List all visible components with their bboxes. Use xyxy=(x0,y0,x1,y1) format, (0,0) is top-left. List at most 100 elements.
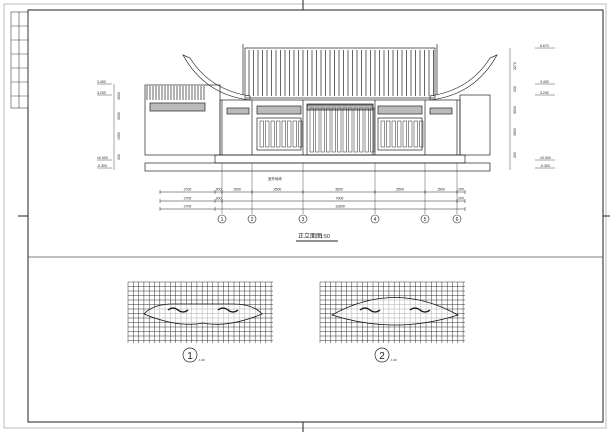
height-label: 1550 xyxy=(117,132,121,140)
right-corridor xyxy=(459,94,491,156)
lattice-panel xyxy=(402,120,407,148)
fretwork-frieze xyxy=(377,105,423,115)
axis-label: 5 xyxy=(424,217,427,223)
fretwork-frieze xyxy=(429,107,453,115)
lattice-panel xyxy=(281,120,286,148)
dimension-label: 2500 xyxy=(274,188,282,192)
lattice-panel xyxy=(408,120,413,148)
dimension-label: 1500 xyxy=(233,188,241,192)
fretwork-frieze xyxy=(226,107,250,115)
height-label: 200 xyxy=(117,154,121,160)
axis-label: 2 xyxy=(251,217,254,223)
front-elevation xyxy=(144,44,498,172)
detail-scale: 1:20 xyxy=(391,358,397,362)
dimension-lines: 2700 200 1500 2500 3500 2500 1500 200 2700 200 790… xyxy=(97,44,555,224)
fretwork-frieze xyxy=(149,102,206,112)
lattice-panel xyxy=(309,107,314,153)
height-label: 4020 xyxy=(117,92,121,100)
level-label: 3.400 xyxy=(97,80,106,84)
dimension-label: 2700 xyxy=(184,197,192,201)
level-label: 3.400 xyxy=(540,80,549,84)
right-eave xyxy=(429,54,498,101)
detail-bubble xyxy=(182,347,198,363)
lattice-panel xyxy=(413,120,418,148)
axis-bubble xyxy=(298,214,308,224)
axis-bubble xyxy=(247,214,257,224)
lattice-panel xyxy=(287,120,292,148)
lattice-panel xyxy=(270,120,275,148)
height-label: 3000 xyxy=(513,106,517,114)
level-label: 3.200 xyxy=(540,91,549,95)
axis-label: 6 xyxy=(456,217,459,223)
lattice-window xyxy=(256,117,302,151)
lattice-panel xyxy=(315,107,320,153)
left-eave xyxy=(182,54,251,101)
lattice-panel xyxy=(419,120,424,148)
dimension-label: 2700 xyxy=(184,188,192,192)
lattice-panel xyxy=(337,107,342,153)
detail-scale: 1:20 xyxy=(199,358,205,362)
axis-bubble xyxy=(420,214,430,224)
lattice-panel xyxy=(359,107,364,153)
dimension-label: 7900 xyxy=(336,197,344,201)
height-label: 200 xyxy=(513,86,517,92)
ornament-carving xyxy=(167,307,239,313)
dimension-label: 2700 xyxy=(184,205,192,209)
lattice-panel xyxy=(342,107,347,153)
axis-label: 3 xyxy=(302,217,305,223)
dimension-label: 200 xyxy=(216,197,222,201)
dimension-label: 200 xyxy=(458,197,464,201)
lattice-panel xyxy=(386,120,391,148)
height-label: 3600 xyxy=(513,128,517,136)
detail-2: 2 1:20 xyxy=(319,281,465,363)
height-label: 3270 xyxy=(513,62,517,70)
ornament-outline xyxy=(330,297,460,326)
ornament-carving xyxy=(359,307,431,313)
detail-number: 1 xyxy=(187,351,193,362)
dimension-label: 2500 xyxy=(396,188,404,192)
dimension-label: 200 xyxy=(458,188,464,192)
level-label: 3.200 xyxy=(97,91,106,95)
detail-1: 1 1:20 xyxy=(127,281,273,363)
lattice-panel xyxy=(348,107,353,153)
main-roof xyxy=(244,47,436,99)
elevation-title: 正立面图 xyxy=(298,232,322,240)
elevation-scale: 1:50 xyxy=(320,234,330,240)
dimension-label: 3500 xyxy=(335,188,343,192)
fretwork-frieze xyxy=(256,105,302,115)
title-block xyxy=(10,11,29,109)
axis-bubble xyxy=(217,214,227,224)
lattice-window xyxy=(306,104,374,156)
step-note: 室外地坪 xyxy=(268,176,282,181)
base xyxy=(144,162,491,172)
detail-bubble xyxy=(374,347,390,363)
axis-label: 4 xyxy=(374,217,377,223)
lattice-panel xyxy=(320,107,325,153)
level-label: -0.300 xyxy=(540,164,550,168)
detail-number: 2 xyxy=(379,351,385,362)
dimension-label: 12600 xyxy=(335,205,345,209)
lattice-panel xyxy=(364,107,369,153)
axis-bubble xyxy=(370,214,380,224)
dimension-label: 1500 xyxy=(437,188,445,192)
lattice-panel xyxy=(370,107,375,153)
lattice-panel xyxy=(259,120,264,148)
lattice-window xyxy=(377,117,423,151)
axis-label: 1 xyxy=(221,217,224,223)
level-label: ±0.000 xyxy=(97,156,108,160)
axis-bubble xyxy=(452,214,462,224)
lattice-panel xyxy=(292,120,297,148)
lattice-panel xyxy=(391,120,396,148)
lattice-panel xyxy=(298,120,303,148)
height-label: 200 xyxy=(513,152,517,158)
level-label: ±0.000 xyxy=(540,156,551,160)
lattice-panel xyxy=(353,107,358,153)
level-label: 6.670 xyxy=(540,44,549,48)
height-label: 3200 xyxy=(117,112,121,120)
lattice-panel xyxy=(265,120,270,148)
left-corridor xyxy=(144,84,221,156)
lattice-panel xyxy=(380,120,385,148)
ornament-outline xyxy=(143,303,263,325)
lattice-panel xyxy=(276,120,281,148)
